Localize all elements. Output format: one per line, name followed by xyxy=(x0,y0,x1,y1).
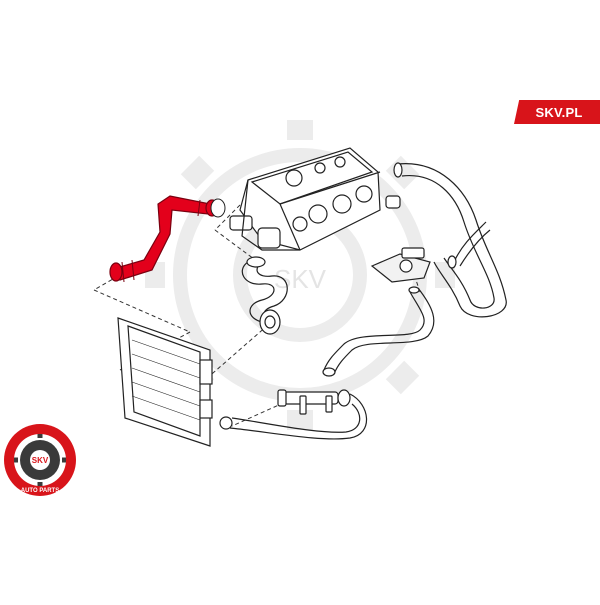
watermark-text: SKV xyxy=(274,264,327,294)
engine-cylinder-head xyxy=(229,147,401,251)
heater-hose xyxy=(393,162,507,318)
brand-badge: SKV.PL xyxy=(514,100,600,124)
hose-clamp-end xyxy=(210,198,226,218)
brand-badge-label: SKV.PL xyxy=(535,104,583,120)
overflow-hose xyxy=(322,286,435,377)
radiator xyxy=(117,317,213,447)
auto-parts-seal: SKV AUTO PARTS xyxy=(4,424,76,496)
lower-coolant-hose xyxy=(219,393,368,440)
brand-badge-background xyxy=(514,100,600,124)
thermostat-elbow-hose xyxy=(241,256,288,335)
bracket-plate xyxy=(370,247,431,283)
seal-bottom-text: AUTO PARTS xyxy=(21,488,59,494)
coolant-pipe-assembly xyxy=(277,389,351,415)
seal-center-text: SKV xyxy=(32,456,49,465)
